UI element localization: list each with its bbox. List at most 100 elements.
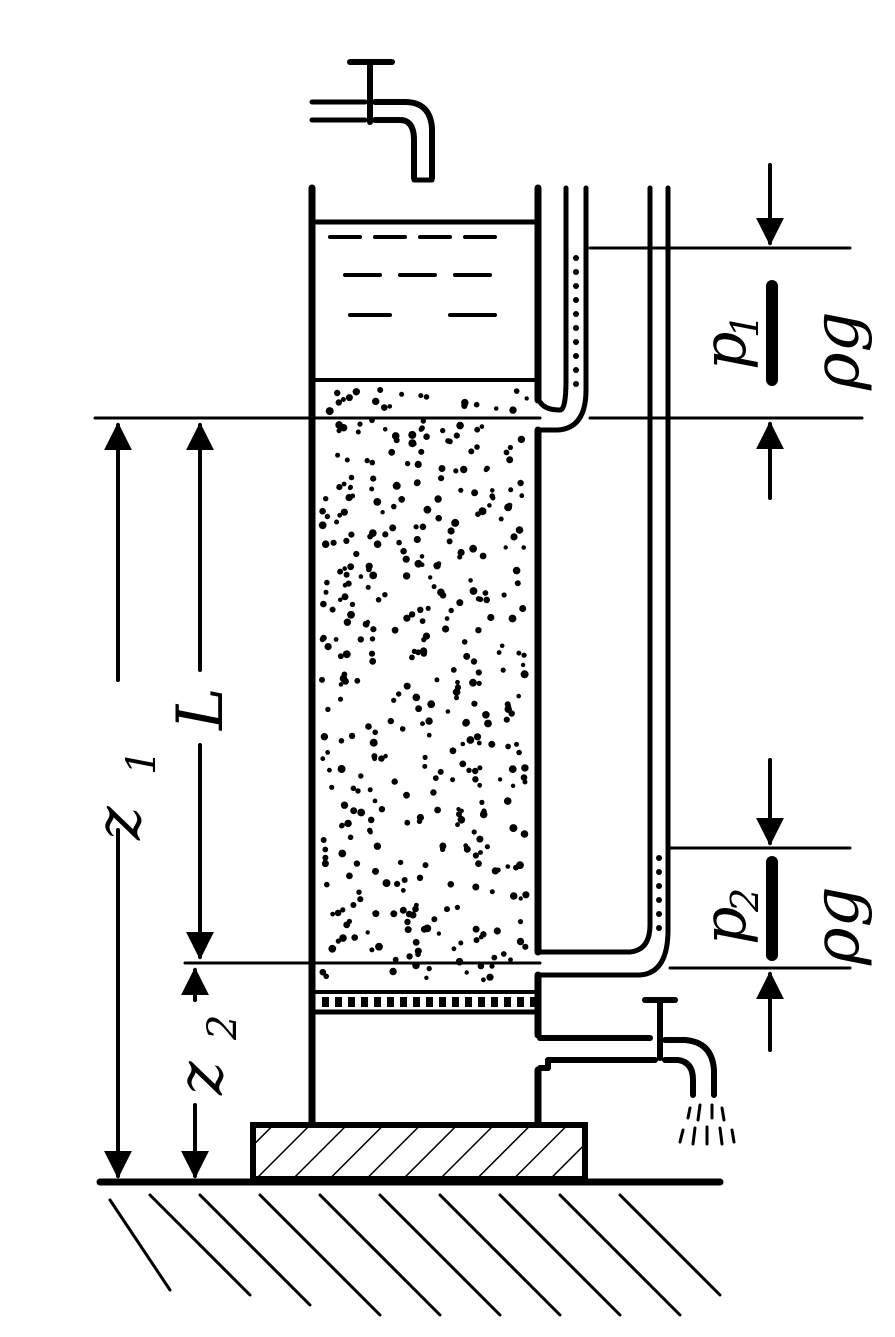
sand-grain [330, 911, 336, 917]
sand-grain [516, 749, 522, 756]
sand-grain [392, 956, 399, 963]
sand-grain [469, 544, 477, 553]
sand-grain [461, 402, 468, 409]
sand-grain [491, 954, 498, 961]
sand-grain [372, 910, 380, 918]
sand-grain [340, 801, 349, 809]
sand-grain [357, 808, 366, 817]
sand-grain [446, 538, 453, 545]
sand-grain [460, 465, 468, 474]
sand-grain [413, 535, 421, 544]
sand-grain [452, 688, 461, 696]
sand-grain [352, 388, 360, 396]
sand-grain [508, 710, 515, 717]
sand-grain [369, 571, 378, 580]
sand-grain [495, 867, 501, 873]
sand-grain [325, 407, 334, 416]
sand-grain [336, 428, 342, 434]
sand-grain [394, 880, 401, 888]
sand-grain [489, 889, 495, 895]
sand-grain [420, 418, 426, 424]
sand-grain [418, 448, 425, 455]
sand-grain [378, 806, 386, 813]
sand-grain [520, 774, 528, 781]
sand-grain [408, 611, 416, 618]
sand-grain [341, 593, 349, 601]
sand-grain [335, 399, 342, 406]
sand-grain [423, 433, 430, 441]
sand-grain [345, 580, 352, 587]
sand-grain [319, 507, 326, 515]
sand-grain [340, 508, 348, 516]
sand-grain [369, 636, 376, 642]
sand-grain [389, 967, 397, 976]
sand-grain [367, 533, 373, 540]
sand-grain [369, 738, 378, 747]
sand-grain [346, 918, 352, 925]
sand-grain [458, 940, 464, 946]
sand-grain [423, 924, 432, 933]
plate-hole [478, 997, 485, 1007]
label-p1-subscript: 1 [723, 314, 767, 338]
sand-grain [481, 977, 486, 983]
sand-grain [375, 942, 383, 951]
sand-grain [342, 566, 348, 571]
sand-grain [354, 677, 361, 684]
sand-grain [373, 498, 382, 506]
sand-grain [521, 652, 527, 658]
sand-grain [418, 427, 424, 432]
piezometer-water-mark [573, 255, 579, 261]
sand-grain [419, 523, 427, 531]
sand-grain [408, 430, 417, 439]
sand-grain [403, 682, 411, 690]
sand-grain [342, 678, 349, 685]
sand-grain [507, 502, 513, 508]
sand-grain [425, 605, 431, 611]
piezometer-water-mark [656, 869, 662, 875]
sand-grain [476, 680, 482, 687]
plate-hole [348, 997, 355, 1007]
sand-grain [519, 493, 525, 499]
sand-grain [466, 736, 475, 744]
sand-grain [367, 827, 373, 833]
sand-grain [417, 606, 424, 613]
sand-grain [476, 835, 484, 843]
label-rho-g-top: ρg [800, 311, 874, 391]
sand-grain [372, 729, 379, 736]
sand-grain [399, 726, 406, 732]
sand-grain [340, 397, 346, 402]
sand-grain [472, 767, 479, 775]
sand-grain [437, 588, 445, 597]
sand-grain [335, 452, 341, 458]
sand-grain [466, 767, 472, 773]
sand-grain [324, 881, 330, 888]
sand-grain [350, 902, 357, 908]
piezometer-2 [537, 185, 671, 978]
sand-grain [378, 755, 385, 762]
plate-hole [413, 997, 420, 1007]
sand-grain [337, 765, 346, 773]
sand-grain [320, 756, 326, 762]
piezometer-1 [537, 185, 589, 433]
plate-hole [465, 997, 472, 1007]
sand-grain [419, 554, 425, 559]
sand-grain [324, 579, 330, 586]
sand-grain [382, 879, 391, 888]
sand-grain [449, 747, 457, 755]
sand-grain [444, 906, 450, 913]
sand-grain [444, 616, 450, 621]
sand-grain [505, 743, 511, 750]
sand-grain [355, 788, 361, 794]
sand-grain [412, 938, 420, 946]
sand-grain [333, 637, 339, 642]
sand-grain [459, 760, 467, 768]
sand-grain [368, 650, 376, 657]
sand-grain [479, 424, 485, 429]
sand-grain [457, 816, 466, 824]
sand-grain [479, 810, 488, 819]
sand-grain [370, 475, 377, 482]
sand-grain [442, 625, 450, 633]
sand-grain [508, 614, 517, 623]
sand-grain [514, 580, 521, 587]
label-z2-subscript: 2 [200, 1015, 246, 1041]
